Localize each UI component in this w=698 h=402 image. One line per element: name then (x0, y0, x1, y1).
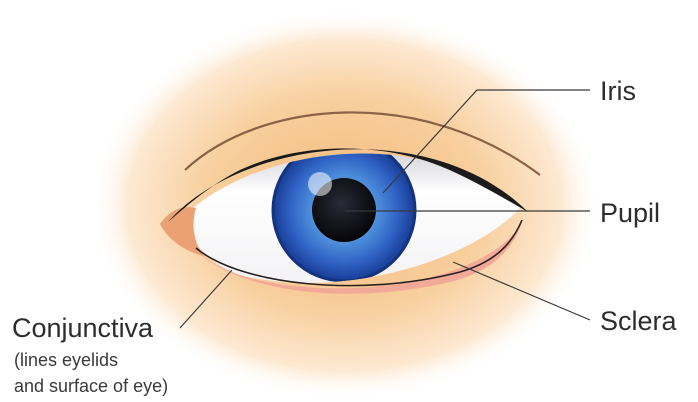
iris-label: Iris (600, 76, 636, 106)
pupil-label: Pupil (600, 198, 660, 228)
conjunctiva-note-line1: (lines eyelids (14, 350, 118, 370)
conjunctiva-note-line2: and surface of eye) (14, 376, 168, 396)
sclera-label: Sclera (600, 306, 678, 336)
eye-highlight (308, 172, 332, 196)
conjunctiva-label: Conjunctiva (12, 313, 154, 343)
